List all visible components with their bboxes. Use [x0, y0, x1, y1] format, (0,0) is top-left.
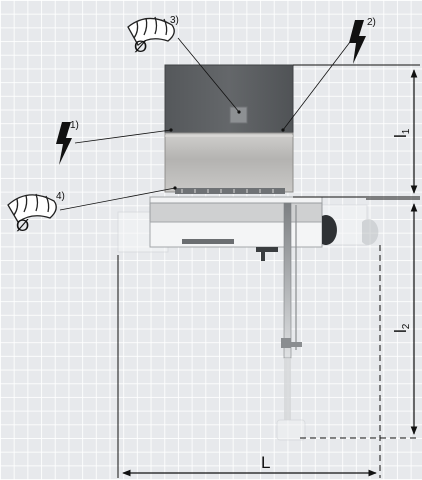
L-label: L [261, 453, 270, 472]
diameter-symbol: Ø [134, 37, 147, 56]
callout-2-label: 2) [367, 17, 376, 28]
svg-text:l1: l1 [391, 128, 412, 138]
upper-housing [164, 64, 294, 134]
unit-handle [182, 239, 234, 244]
dimension-l2: l2 [300, 198, 420, 439]
l2-label: l [391, 329, 410, 333]
dimension-l1: l1 [293, 64, 420, 198]
diameter-symbol: Ø [16, 216, 29, 235]
unit-top-plate [149, 196, 323, 204]
callout-1-label: 1) [70, 120, 79, 131]
flexible-duct-icon [7, 193, 57, 223]
callout-3-label: 3) [170, 15, 179, 26]
lightning-bolt-icon [56, 122, 72, 165]
callout-1: 1) [56, 120, 173, 165]
callout-3: Ø 3) [127, 15, 241, 114]
duct-outlet-square [229, 106, 248, 124]
callout-4-label: 4) [56, 191, 65, 202]
flexible-duct-icon [127, 16, 175, 47]
l2-subscript: 2 [401, 323, 412, 329]
steel-body [164, 132, 294, 193]
arm-pole [283, 202, 292, 359]
svg-text:l2: l2 [391, 323, 412, 333]
filter-strip [175, 188, 285, 194]
pivot-cap [322, 215, 337, 245]
callout-2: 2) [281, 17, 376, 132]
l1-label: l [391, 134, 410, 138]
dimension-L: L [117, 245, 381, 478]
l1-subscript: 1 [401, 128, 412, 134]
callout-4: Ø 4) [7, 186, 177, 235]
lightning-bolt-icon [349, 20, 366, 64]
